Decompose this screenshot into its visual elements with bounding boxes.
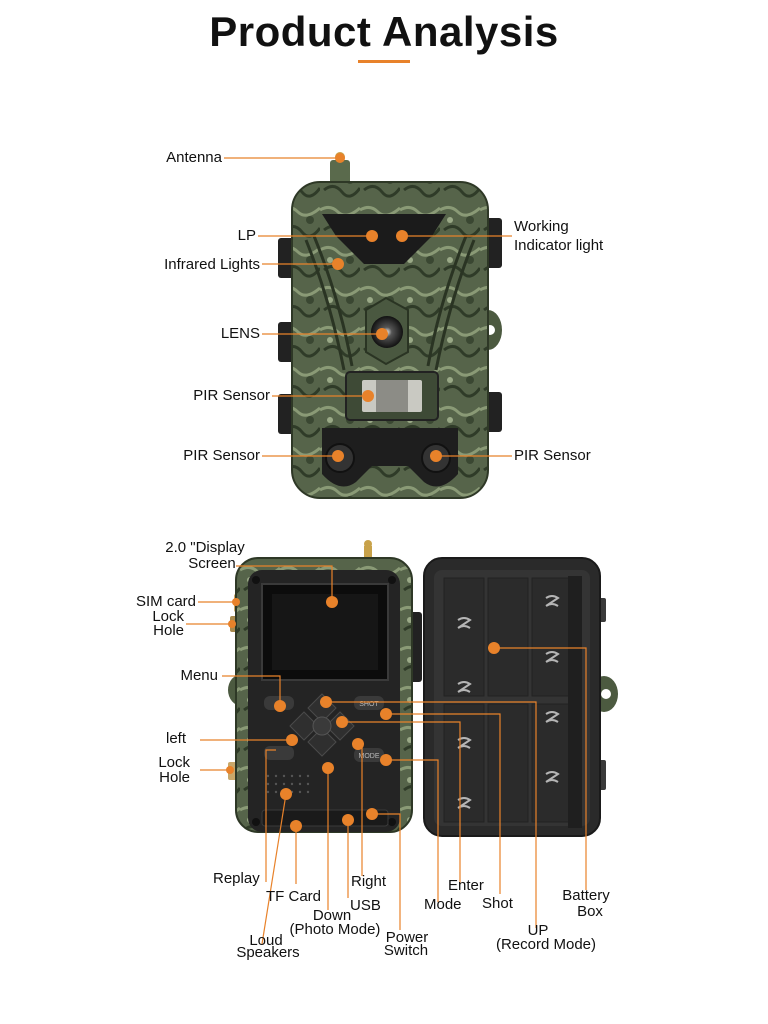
- callout-dot-battery: [488, 642, 500, 654]
- label-lock-hole-bottom-1: Lock: [158, 754, 190, 771]
- front-callout-lines: [224, 157, 512, 457]
- label-left: left: [165, 730, 186, 747]
- label-display-2: Screen: [188, 555, 236, 572]
- label-sim-card: SIM card: [135, 593, 196, 610]
- label-indicator-light: Indicator light: [514, 237, 604, 254]
- callout-dot-up: [320, 696, 332, 708]
- label-mode: Mode: [424, 896, 462, 913]
- label-up-1: UP: [527, 922, 549, 939]
- label-loud-speakers-2: Speakers: [236, 944, 300, 961]
- callout-dot-antenna: [335, 153, 345, 163]
- callout-dot-lens: [376, 328, 388, 340]
- label-lock-hole-top-2: Hole: [153, 622, 184, 639]
- label-lock-hole-bottom-2: Hole: [159, 769, 190, 786]
- label-enter: Enter: [448, 877, 484, 894]
- callout-dot-left: [286, 734, 298, 746]
- label-down-1: Down: [312, 907, 352, 924]
- back-callout-dots: [226, 596, 500, 832]
- callout-dot-speakers: [280, 788, 292, 800]
- callout-dot-usb: [342, 814, 354, 826]
- page-title: Product Analysis: [209, 8, 559, 55]
- callout-dot-mode: [380, 754, 392, 766]
- label-battery-1: Battery: [562, 887, 610, 904]
- label-loud-speakers-1: Loud: [249, 932, 283, 949]
- label-tf-card: TF Card: [266, 888, 322, 905]
- callout-dot-power: [366, 808, 378, 820]
- label-replay: Replay: [213, 870, 260, 887]
- callout-dot-lock-bottom: [226, 766, 234, 774]
- label-power-switch-2: Switch: [383, 942, 429, 959]
- antenna-part: [330, 160, 350, 186]
- label-usb: USB: [350, 897, 381, 914]
- label-working: Working: [514, 218, 569, 235]
- label-battery-2: Box: [577, 903, 603, 920]
- callout-dot-sim: [232, 598, 240, 606]
- label-right: Right: [351, 873, 387, 890]
- callout-dot-display: [326, 596, 338, 608]
- back-camera-left-half: SHOT MODE: [228, 540, 422, 833]
- label-pir-sensor-center: PIR Sensor: [193, 387, 270, 404]
- label-power-switch-1: Power: [385, 929, 429, 946]
- callout-dot-indicator: [396, 230, 408, 242]
- callout-dot-pir-right: [430, 450, 442, 462]
- front-camera: [278, 152, 502, 499]
- callout-dot-menu: [274, 700, 286, 712]
- label-lp: LP: [237, 227, 256, 244]
- label-pir-sensor-right: PIR Sensor: [514, 447, 591, 464]
- label-down-2: (Photo Mode): [289, 921, 381, 938]
- callout-dot-infrared: [332, 258, 344, 270]
- callout-dot-pir-center: [362, 390, 374, 402]
- callout-dot-enter: [336, 716, 348, 728]
- callout-dot-lock-top: [228, 620, 236, 628]
- svg-text:MODE: MODE: [359, 753, 380, 760]
- label-up-2: (Record Mode): [495, 936, 597, 953]
- callout-dot-shot: [380, 708, 392, 720]
- callout-dot-lp: [366, 230, 378, 242]
- callout-dot-right: [352, 738, 364, 750]
- back-camera-battery-door: [423, 557, 618, 837]
- callout-dot-down: [322, 762, 334, 774]
- label-infrared-lights: Infrared Lights: [164, 256, 260, 273]
- callout-dot-tf: [290, 820, 302, 832]
- callout-dot-pir-left: [332, 450, 344, 462]
- label-lock-hole-top-1: Lock: [152, 608, 184, 625]
- title-underline: [358, 60, 410, 63]
- label-lens: LENS: [220, 325, 260, 342]
- label-display-1: 2.0 "Display: [165, 539, 245, 556]
- label-pir-sensor-left: PIR Sensor: [183, 447, 260, 464]
- label-antenna: Antenna: [166, 149, 222, 166]
- label-menu: Menu: [180, 667, 218, 684]
- front-callout-dots: [332, 153, 442, 462]
- label-shot: Shot: [482, 895, 513, 912]
- svg-text:SHOT: SHOT: [359, 701, 379, 708]
